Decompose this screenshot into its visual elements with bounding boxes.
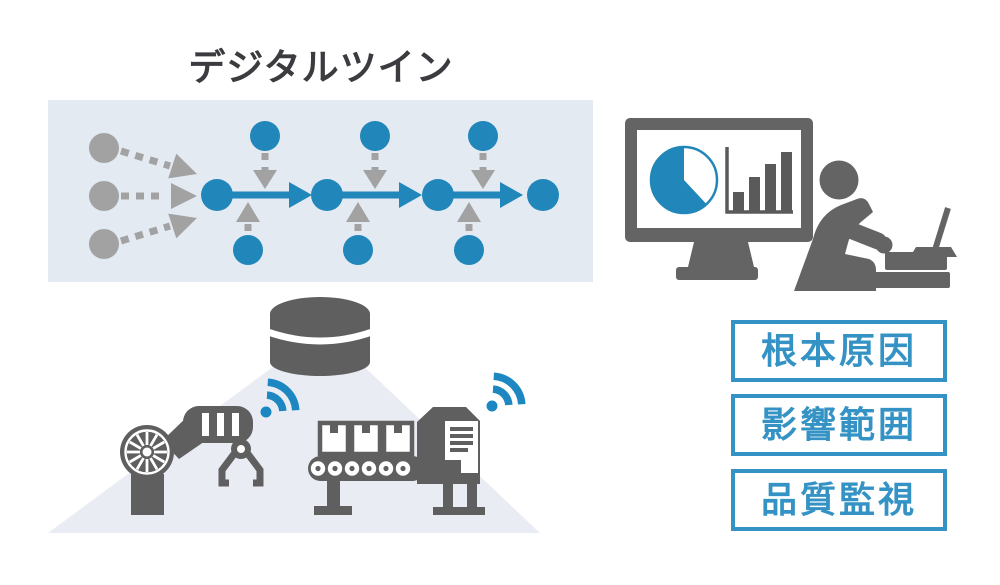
twin-top-nodes [250,121,498,151]
pie-chart-icon [649,145,719,215]
input-dashed-arrows [119,147,172,245]
wifi-icon [260,378,300,418]
input-node-icon [89,133,119,259]
robot-arm-icon [120,406,264,515]
label-impact-scope: 影響範囲 [760,404,917,445]
twin-bottom-nodes [233,235,484,265]
wifi-icon [486,372,526,412]
database-icon [266,297,374,376]
bar-chart-icon [725,147,793,214]
input-arrowheads [168,153,197,239]
industrial-machine-icon [417,407,485,515]
fan-spokes [127,432,167,472]
page-title: デジタルツイン [188,47,454,88]
label-root-cause: 根本原因 [760,330,917,371]
factory-illustration [48,297,540,533]
analyst-person-icon [794,160,893,291]
flow-diagram-icon [89,121,559,265]
scan-cone [48,358,540,533]
gripper-claws [218,451,264,487]
laptop-icon [910,207,957,257]
desk-icon [855,252,950,288]
label-quality-monitoring: 品質監視 [760,479,917,520]
analysis-illustration [625,118,957,291]
conveyor-belt-icon [308,420,425,515]
label-box-quality-monitoring: 品質監視 [731,469,947,531]
rollers [310,461,411,476]
label-box-root-cause: 根本原因 [731,320,947,382]
label-box-impact-scope: 影響範囲 [731,394,947,456]
process-node-icon [201,179,559,211]
twin-sync-arrows-down [253,153,495,189]
boxes [317,420,415,457]
